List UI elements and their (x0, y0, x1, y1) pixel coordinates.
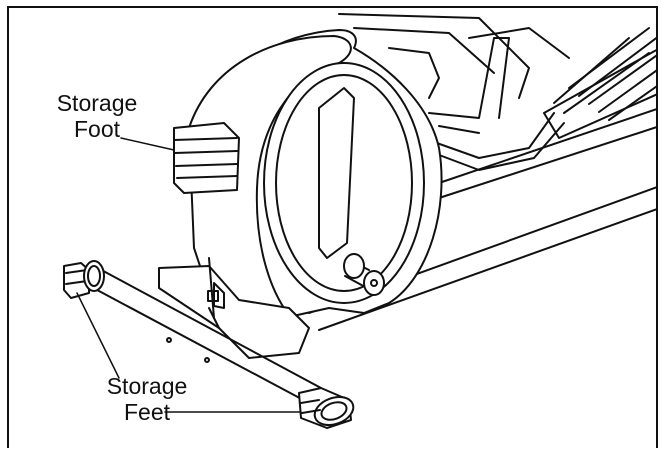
storage-feet-label-line2: Feet (123, 399, 171, 425)
storage-feet-label: Storage Feet (97, 373, 197, 425)
base-plate (158, 257, 310, 359)
front-stabilizer (83, 265, 322, 404)
storage-feet-left (63, 260, 105, 299)
storage-feet-label-line1: Storage (106, 373, 188, 399)
storage-feet-right (298, 387, 355, 429)
illustration-frame: Storage Foot Storage Feet (7, 6, 658, 448)
elliptical-illustration (63, 13, 656, 429)
storage-foot-leader (120, 137, 175, 151)
crank-axle (343, 253, 385, 296)
pedal (543, 27, 656, 139)
upper-frame (338, 13, 570, 99)
storage-foot (173, 122, 240, 194)
storage-feet-leader-upper (76, 292, 120, 379)
storage-foot-label: Storage Foot (47, 90, 147, 142)
storage-foot-label-line2: Foot (73, 116, 121, 142)
leader-lines (76, 137, 302, 413)
storage-foot-label-line1: Storage (56, 90, 138, 116)
